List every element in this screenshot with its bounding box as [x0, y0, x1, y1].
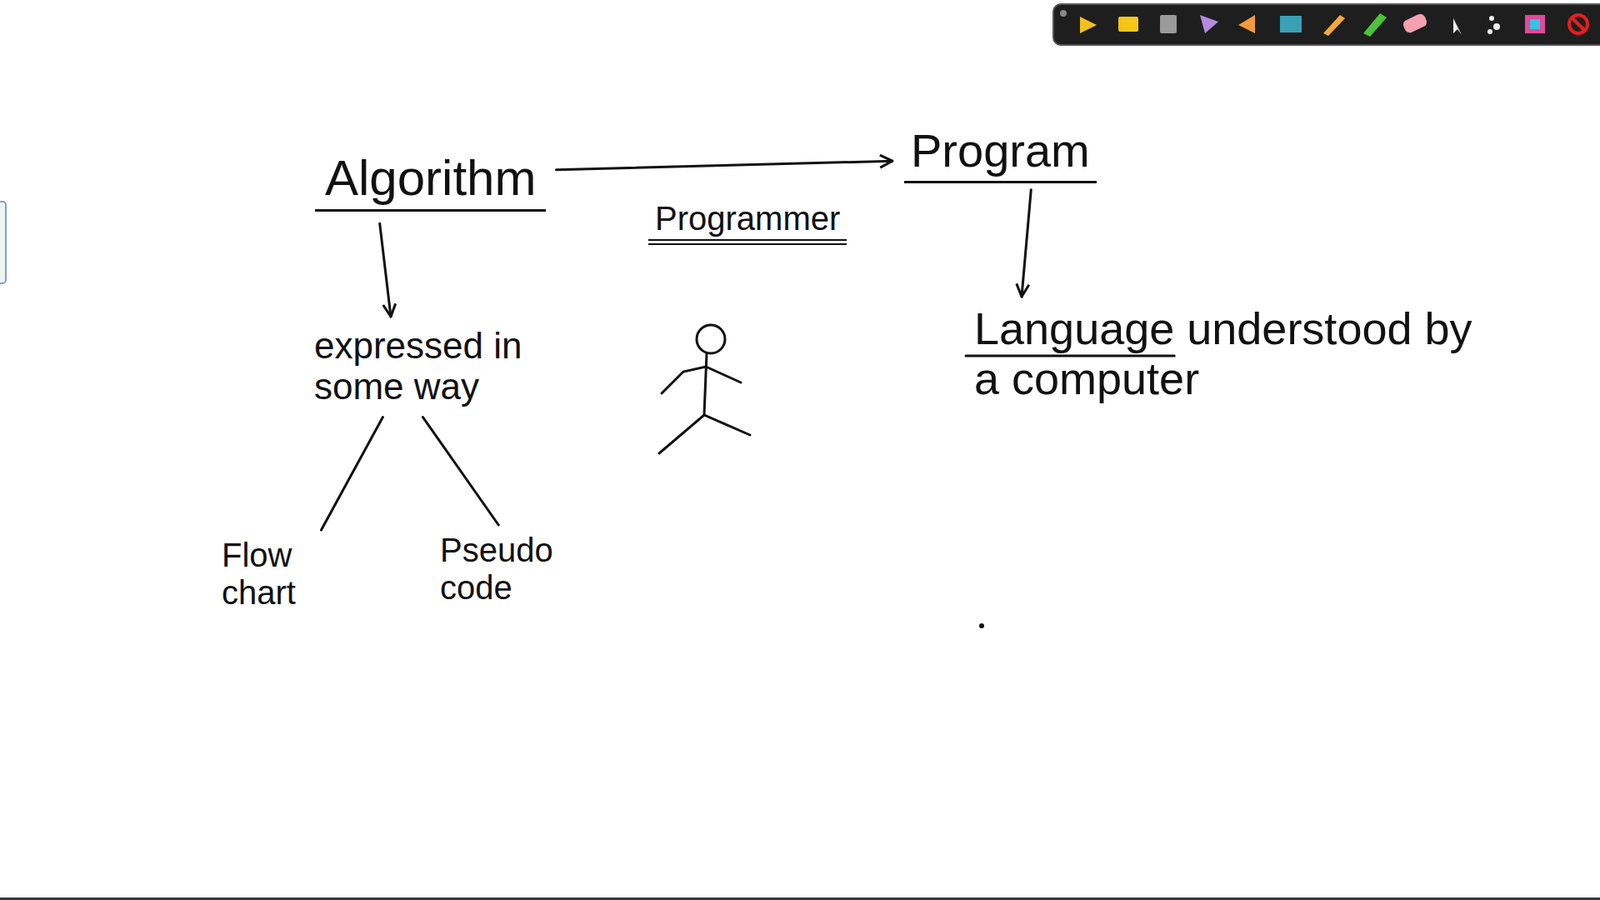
stick-figure: [659, 325, 750, 454]
node-text: Pseudo code: [440, 531, 571, 607]
node-text: Algorithm: [325, 150, 536, 206]
toolbar-icon: [1280, 15, 1302, 33]
toolbar-icon: [1080, 16, 1097, 34]
toolbar-icon: [1525, 15, 1545, 34]
flow-arrow: [555, 160, 893, 170]
toolbar-icon: [1489, 15, 1495, 21]
toolbar-icon: [1200, 15, 1219, 34]
figure-legs: [659, 415, 750, 454]
toolbar-icon: [1160, 15, 1177, 34]
node-text: Language understood by a computer: [974, 303, 1476, 405]
toolbar-icon: [1530, 19, 1540, 30]
toolbar-icon: [1238, 15, 1255, 34]
toolbar-icon: [1571, 17, 1585, 31]
leaf-text: Pseudo code: [436, 530, 575, 609]
toolbar-icon: [1493, 23, 1500, 30]
leaf-text: Flow chart: [218, 535, 327, 614]
figure-arms: [661, 366, 741, 394]
branch-line: [422, 417, 499, 525]
figure-body: [704, 353, 707, 415]
branch-line: [321, 417, 384, 530]
toolbar-icon: [1323, 15, 1345, 36]
toolbar-icon: [1363, 13, 1387, 37]
figure-head: [696, 325, 725, 354]
term-underlined: Program: [904, 125, 1097, 184]
toolbar-icon: [1569, 15, 1588, 34]
toolbar: [1053, 4, 1600, 45]
node-text: Flow chart: [221, 536, 324, 612]
toolbar-dot: [1060, 10, 1067, 17]
node-text: Program: [910, 125, 1090, 178]
flow-arrow: [380, 223, 391, 317]
flow-arrow: [1021, 190, 1031, 297]
toolbar-bar: [1053, 4, 1600, 45]
toolbar-icon: [1453, 18, 1462, 35]
side-tab: [0, 201, 6, 284]
node-text: expressed in some way: [314, 325, 575, 408]
ink-dot: [979, 623, 985, 629]
bottom-edge: [0, 897, 1600, 900]
toolbar-icon: [1487, 29, 1493, 35]
term-underlined: Algorithm: [315, 150, 546, 212]
actor-label: Programmer: [648, 200, 847, 245]
note-text: Language understood by a computer: [970, 301, 1480, 406]
toolbar-icon: [1401, 12, 1429, 35]
note-text: expressed in some way: [310, 323, 578, 410]
toolbar-icon: [1118, 16, 1139, 32]
